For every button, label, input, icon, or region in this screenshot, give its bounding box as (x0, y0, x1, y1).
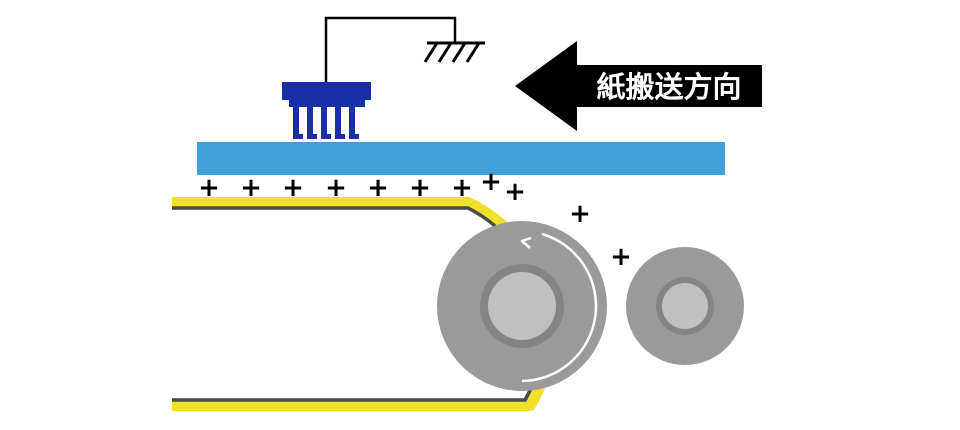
brush-bristle-tip (349, 134, 359, 139)
positive-charge: + (282, 173, 304, 203)
positive-charge: + (198, 173, 220, 203)
brush-bristle-tip (335, 134, 345, 139)
brush-bristle-tip (307, 134, 317, 139)
positive-charge: + (451, 173, 473, 203)
positive-charge: + (610, 242, 632, 272)
brush-bristle (307, 107, 313, 138)
positive-charge: + (367, 173, 389, 203)
positive-charge: + (240, 173, 262, 203)
brush-bristle (321, 107, 327, 138)
direction-label: 紙搬送方向 (596, 70, 741, 104)
brush-bristle (349, 107, 355, 138)
brush-bristle (335, 107, 341, 138)
brush-bristle-tip (293, 134, 303, 139)
positive-charge: + (325, 173, 347, 203)
drive-roller (437, 221, 607, 391)
pinch-roller (626, 247, 744, 365)
ground-wire (324, 16, 457, 82)
direction-arrow-icon (515, 41, 762, 131)
brush-icon (282, 82, 371, 139)
brush-bristle (293, 107, 299, 138)
positive-charge: + (409, 173, 431, 203)
paper-sheet (197, 142, 725, 175)
rotation-arrow-icon (520, 232, 598, 383)
positive-charge: + (569, 199, 591, 229)
charge-group: +++++++++++ (198, 167, 632, 272)
ground-icon (423, 41, 485, 63)
positive-charge: + (504, 177, 526, 207)
brush-bristle-tip (321, 134, 331, 139)
positive-charge: + (480, 167, 502, 197)
